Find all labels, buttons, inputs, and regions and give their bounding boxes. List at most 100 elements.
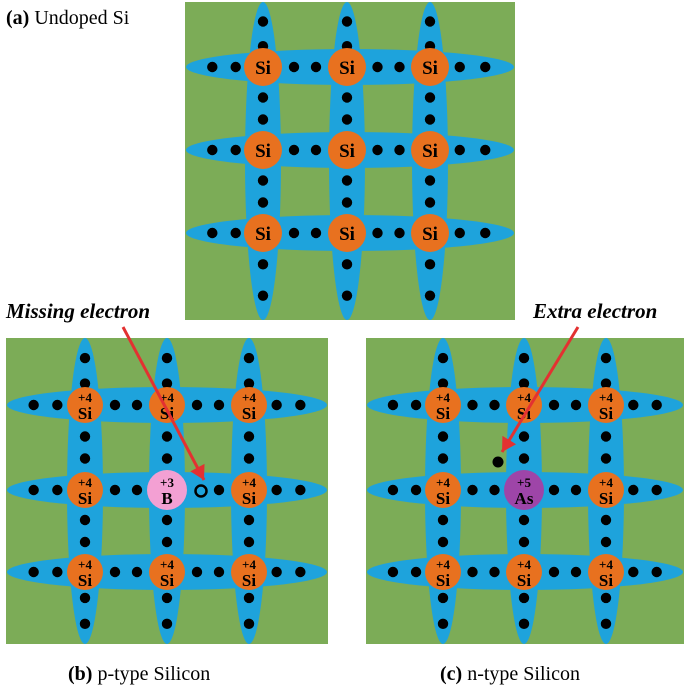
panel-c-atom-si	[425, 554, 461, 590]
panel-c-electron	[628, 566, 639, 578]
panel-c-electron	[651, 566, 662, 578]
panel-c-electron	[548, 484, 560, 496]
panel-b-electron	[161, 453, 173, 464]
panel-c-electron	[548, 566, 560, 578]
panel-b-electron	[243, 618, 255, 630]
panel-c-atom-symbol: Si	[599, 571, 613, 590]
panel-c-electron	[387, 399, 399, 411]
panel-a-electron	[257, 290, 269, 301]
panel-b-electron	[28, 484, 39, 496]
panel-b-electron	[161, 431, 173, 442]
missing-electron-arrow-shaft	[121, 326, 206, 481]
panel-a-electron	[257, 16, 269, 27]
panel-a-electron	[341, 16, 353, 27]
panel-c-electron	[518, 352, 530, 364]
panel-c-atom-symbol: Si	[436, 571, 450, 590]
panel-c-electron	[437, 618, 449, 630]
panel-b-electron	[79, 453, 91, 464]
panel-a-label: (a) Undoped Si	[6, 7, 130, 29]
panel-c-atom-symbol: As	[515, 489, 534, 508]
panel-b-atom-si	[67, 472, 103, 508]
panel-c-atom-si	[588, 554, 624, 590]
panel-c-electron	[467, 399, 478, 411]
panel-b-atom-si	[231, 387, 267, 423]
panel-c-electron	[651, 399, 662, 411]
panel-b-electron	[52, 484, 63, 496]
panel-c-electron	[437, 453, 449, 464]
panel-c-atom-charge: +4	[599, 475, 613, 490]
panel-c-atom-charge: +4	[436, 475, 450, 490]
panel-a-electron	[454, 61, 465, 73]
missing-electron-arrow-head	[190, 463, 205, 480]
panel-a-atom-si	[244, 214, 282, 252]
panel-c-atom-charge: +4	[599, 390, 613, 405]
panel-b-electron	[79, 618, 91, 630]
panel-b-electron	[243, 592, 255, 604]
panel-b-atom-charge: +4	[242, 557, 256, 572]
panel-a-electron	[230, 227, 241, 239]
panel-a-electron	[424, 114, 436, 125]
panel-c-atom-symbol: Si	[599, 489, 613, 508]
panel-a-electron	[480, 227, 491, 239]
panel-a-atom-symbol: Si	[422, 224, 438, 245]
panel-c-electron	[570, 566, 582, 578]
panel-b-title: p-type Silicon	[92, 663, 210, 685]
panel-c-atom-charge: +4	[436, 557, 450, 572]
panel-b-electron	[52, 566, 63, 578]
panel-c-atom-charge: +5	[517, 475, 531, 490]
panel-c-atom-si	[425, 472, 461, 508]
panel-b-electron	[243, 431, 255, 442]
panel-c-atom-symbol: Si	[436, 489, 450, 508]
panel-b-atom-symbol: Si	[160, 571, 174, 590]
panel-c-electron	[437, 352, 449, 364]
panel-b-electron	[243, 378, 255, 389]
panel-c-atom-si	[506, 387, 542, 423]
panel-c-electron	[437, 536, 449, 548]
panel-a-electron	[257, 114, 269, 125]
panel-a-electron	[424, 16, 436, 27]
panel-b-atom-charge: +4	[160, 557, 174, 572]
panel-b-atom-charge: +4	[242, 475, 256, 490]
panel-b-atom-charge: +4	[78, 390, 92, 405]
missing-electron-label: Missing electron	[5, 299, 150, 323]
panel-b-electron	[79, 378, 91, 389]
panel-b-electron	[295, 566, 306, 578]
panel-a-atom-symbol: Si	[422, 58, 438, 79]
panel-c-electron	[518, 453, 530, 464]
panel-c-electron	[489, 566, 500, 578]
panel-a-electron	[310, 144, 322, 156]
panel-b-atom-symbol: Si	[242, 571, 256, 590]
panel-c-electron	[600, 618, 612, 630]
panel-c-electron	[467, 566, 478, 578]
panel-b-atom-si	[231, 554, 267, 590]
panel-a-electron	[424, 175, 436, 186]
panel-a-electron	[454, 227, 465, 239]
panel-b-electron	[79, 536, 91, 548]
panel-b-electron	[79, 514, 91, 526]
panel-c-atom-symbol: Si	[436, 404, 450, 423]
panel-b-atom-charge: +4	[78, 475, 92, 490]
hole-marker	[194, 484, 208, 498]
panel-c-electron	[437, 592, 449, 604]
panel-c-electron	[518, 378, 530, 389]
panel-b-electron	[131, 484, 143, 496]
panel-a-electron	[257, 259, 269, 270]
panel-a-atom-si	[411, 48, 449, 86]
annotation-arrows	[121, 326, 580, 481]
panel-c-electron	[548, 399, 560, 411]
panel-c-title: n-type Silicon	[462, 663, 580, 685]
panel-b-atom-symbol: Si	[78, 404, 92, 423]
panel-b-electron	[109, 484, 121, 496]
panel-c-electron	[387, 566, 399, 578]
panel-a-title: Undoped Si	[29, 7, 129, 29]
panel-c-atom-symbol: Si	[517, 571, 531, 590]
panel-c-atom-charge: +4	[517, 390, 531, 405]
panel-a-electron	[424, 290, 436, 301]
panel-b-electron	[79, 352, 91, 364]
panel-a-electron	[230, 144, 241, 156]
panel-c-electron	[467, 484, 478, 496]
panel-c-label: (c) n-type Silicon	[440, 663, 580, 685]
panel-a-letter: (a)	[6, 7, 29, 29]
panel-c-electron	[628, 399, 639, 411]
